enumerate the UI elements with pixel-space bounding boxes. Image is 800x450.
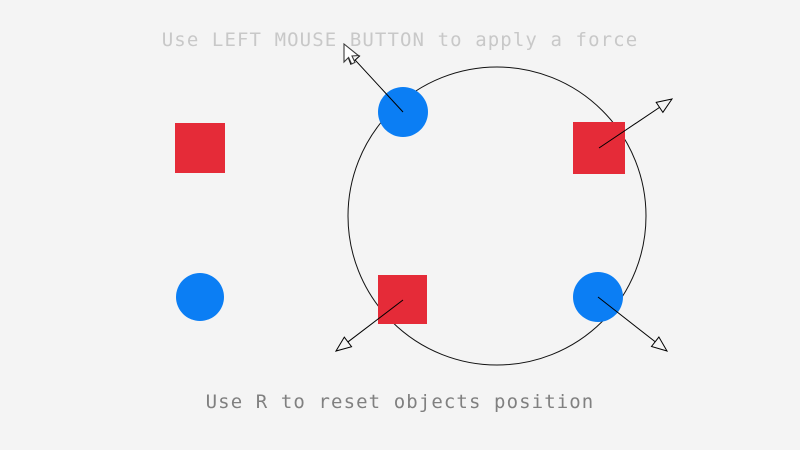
force-arrow-square-top-right-shaft	[598, 106, 660, 149]
hint-text-reset-objects: Use R to reset objects position	[205, 391, 595, 413]
force-arrow-square-top-right	[598, 98, 674, 149]
cursor-layer	[343, 42, 360, 65]
mouse-cursor[interactable]	[343, 42, 360, 65]
force-arrow-circle-bottom-right	[597, 296, 669, 352]
circle-bottom-left[interactable]	[176, 273, 224, 321]
orbit-layer	[347, 66, 647, 366]
force-arrow-circle-bottom-right-head	[650, 336, 669, 352]
hint-text-apply-force: Use LEFT MOUSE BUTTON to apply a force	[161, 29, 639, 51]
square-top-left[interactable]	[175, 123, 225, 173]
square-bottom-middle[interactable]	[378, 275, 427, 324]
force-arrow-circle-bottom-right-shaft	[597, 296, 656, 343]
force-arrow-square-bottom-middle-head	[334, 336, 353, 352]
force-arrow-square-bottom-middle-shaft	[347, 299, 404, 343]
force-arrow-circle-top-middle-shaft	[354, 59, 404, 113]
force-arrow-square-bottom-middle	[334, 299, 404, 352]
orbit-circle	[347, 66, 647, 366]
bodies-layer	[175, 87, 625, 324]
force-vectors-layer	[334, 48, 674, 352]
force-arrow-square-top-right-head	[655, 98, 674, 114]
